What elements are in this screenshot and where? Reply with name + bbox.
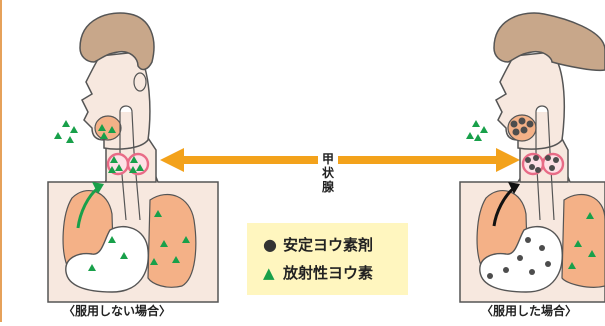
dot-icon: ● [263, 235, 277, 254]
left-hair [79, 12, 155, 71]
right-stable-iodine-dots [487, 117, 559, 279]
thyroid-label: 甲 状 腺 [318, 150, 338, 196]
left-ear [133, 72, 147, 92]
triangle-icon: ▲ [263, 264, 275, 282]
thyroid-label-char: 甲 [321, 152, 334, 166]
left-mouth [94, 115, 122, 141]
legend-item-stable-iodine: ● 安定ヨウ素剤 [263, 231, 408, 259]
legend-label: 安定ヨウ素剤 [283, 236, 374, 254]
left-lung-right [147, 193, 197, 288]
right-radioactive-marks [466, 120, 596, 269]
left-radioactive-marks [54, 120, 190, 271]
left-intake-arrow [76, 186, 99, 229]
left-figure [47, 12, 219, 303]
right-hair [493, 12, 605, 72]
left-stomach [65, 225, 149, 293]
legend-label: 放射性ヨウ素 [283, 264, 374, 282]
legend-box: ● 安定ヨウ素剤 ▲ 放射性ヨウ素 [247, 223, 408, 295]
thyroid-double-arrow [160, 148, 520, 172]
thyroid-label-char: 状 [321, 166, 334, 180]
thyroid-label-char: 腺 [321, 180, 334, 194]
right-lung-right [561, 193, 605, 288]
caption-without-dose: 〈服用しない場合〉 [63, 304, 172, 318]
caption-with-dose: 〈服用した場合〉 [481, 304, 578, 318]
legend-item-radioactive-iodine: ▲ 放射性ヨウ素 [263, 259, 408, 287]
right-figure [459, 12, 605, 303]
right-intake-arrow [492, 186, 515, 227]
